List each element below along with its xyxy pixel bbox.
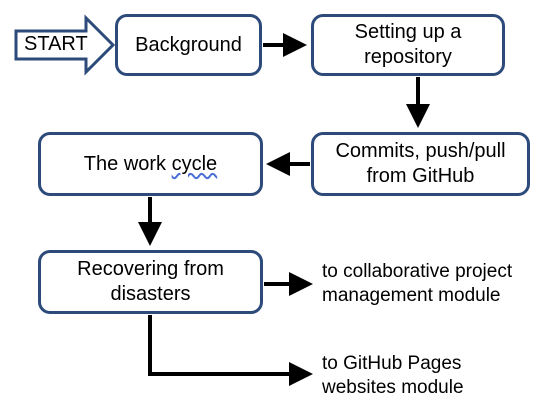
pages-line1: to GitHub Pages	[322, 353, 462, 374]
recovering-line1: Recovering from	[77, 258, 224, 280]
collab-output-label: to collaborative project management modu…	[322, 260, 512, 308]
setup-line1: Setting up a	[354, 21, 462, 43]
start-label: START	[24, 33, 88, 55]
commits-line1: Commits, push/pull	[335, 140, 506, 162]
setup-line2: repository	[364, 46, 452, 68]
pages-output-label: to GitHub Pages websites module	[322, 352, 464, 400]
arrow-recovering-to-pages	[148, 315, 313, 386]
commits-line2: from GitHub	[366, 165, 475, 187]
work-cycle-box: The work cycle	[38, 132, 263, 196]
background-label: Background	[135, 33, 242, 56]
work-cycle-label-underlined: cycle	[171, 152, 218, 175]
work-cycle-label: The work cycle	[84, 152, 217, 177]
pages-line2: websites module	[322, 377, 464, 398]
recovering-box: Recovering from disasters	[38, 250, 263, 314]
recovering-line2: disasters	[110, 283, 191, 305]
collab-line2: management module	[322, 285, 501, 306]
work-cycle-label-pre: The work	[83, 152, 172, 175]
collab-line1: to collaborative project	[322, 261, 513, 282]
background-box: Background	[115, 14, 262, 76]
commits-box: Commits, push/pull from GitHub	[311, 132, 530, 196]
setup-repository-box: Setting up a repository	[311, 14, 505, 76]
